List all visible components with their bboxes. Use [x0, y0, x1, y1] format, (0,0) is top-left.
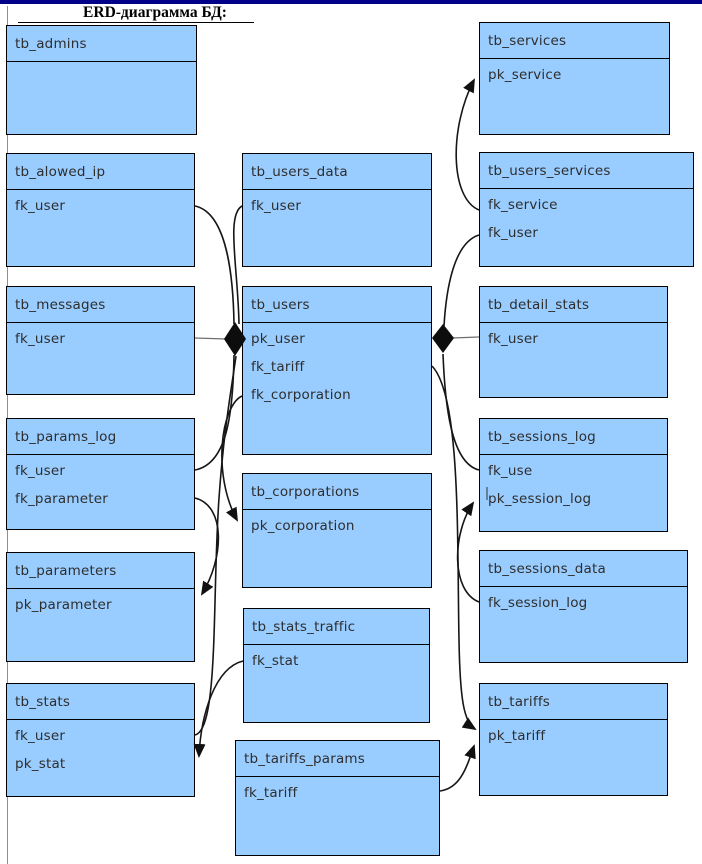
table-tb_corporations: tb_corporations pk_corporation: [242, 473, 432, 588]
table-tb_stats: tb_stats fk_user pk_stat: [6, 683, 195, 797]
table-fields-tb_users_data: fk_user: [243, 190, 431, 220]
table-fields-tb_sessions_data: fk_session_log: [480, 587, 687, 617]
table-title-tb_tariffs: tb_tariffs: [480, 684, 667, 720]
field-tb_parameters-pk_parameter: pk_parameter: [15, 597, 112, 613]
field-tb_users-pk_user: pk_user: [251, 331, 305, 347]
table-fields-tb_users_services: fk_service fk_user: [480, 189, 693, 247]
field-tb_users-fk_corporation: fk_corporation: [251, 387, 351, 403]
field-tb_corporations-pk_corporation: pk_corporation: [251, 518, 355, 534]
table-tb_services: tb_services pk_service: [479, 22, 670, 135]
field-tb_detail_stats-fk_user: fk_user: [488, 331, 539, 347]
table-fields-tb_sessions_log: fk_use pk_session_log: [480, 455, 667, 513]
table-title-tb_users: tb_users: [243, 287, 431, 323]
table-tb_sessions_data: tb_sessions_data fk_session_log: [479, 550, 688, 663]
table-fields-tb_parameters: pk_parameter: [7, 589, 194, 619]
table-title-tb_messages: tb_messages: [7, 287, 194, 323]
table-title-tb_users_data: tb_users_data: [243, 154, 431, 190]
table-tb_messages: tb_messages fk_user: [6, 286, 195, 395]
table-tb_users: tb_users pk_user fk_tariff fk_corporation: [242, 286, 432, 455]
table-title-tb_detail_stats: tb_detail_stats: [480, 287, 667, 323]
field-tb_params_log-fk_user: fk_user: [15, 463, 66, 479]
page-top-bar: [0, 0, 702, 4]
table-tb_detail_stats: tb_detail_stats fk_user: [479, 286, 668, 398]
table-fields-tb_stats: fk_user pk_stat: [7, 720, 194, 778]
table-title-tb_users_services: tb_users_services: [480, 153, 693, 189]
table-fields-tb_tariffs_params: fk_tariff: [236, 777, 439, 807]
table-tb_parameters: tb_parameters pk_parameter: [6, 552, 195, 662]
field-tb_sessions_log-pk_session_log: pk_session_log: [488, 491, 592, 507]
field-tb_tariffs_params-fk_tariff: fk_tariff: [244, 785, 298, 801]
field-tb_stats-pk_stat: pk_stat: [15, 756, 66, 772]
table-fields-tb_users: pk_user fk_tariff fk_corporation: [243, 323, 431, 409]
field-tb_services-pk_service: pk_service: [488, 67, 562, 83]
table-title-tb_params_log: tb_params_log: [7, 419, 194, 455]
field-tb_users_services-fk_service: fk_service: [488, 197, 558, 213]
field-tb_params_log-fk_parameter: fk_parameter: [15, 491, 108, 507]
field-tb_messages-fk_user: fk_user: [15, 331, 66, 347]
table-title-tb_tariffs_params: tb_tariffs_params: [236, 741, 439, 777]
field-tb_sessions_log-fk_use: fk_use: [488, 463, 533, 479]
table-tb_stats_traffic: tb_stats_traffic fk_stat: [243, 608, 430, 723]
table-title-tb_services: tb_services: [480, 23, 669, 59]
table-tb_tariffs: tb_tariffs pk_tariff: [479, 683, 668, 796]
table-fields-tb_tariffs: pk_tariff: [480, 720, 667, 750]
table-title-tb_admins: tb_admins: [7, 26, 196, 62]
table-title-tb_stats_traffic: tb_stats_traffic: [244, 609, 429, 645]
table-fields-tb_admins: [7, 62, 196, 64]
table-fields-tb_alowed_ip: fk_user: [7, 190, 194, 220]
diagram-title: ERD-диаграмма БД:: [18, 3, 254, 23]
table-tb_tariffs_params: tb_tariffs_params fk_tariff: [235, 740, 440, 856]
field-tb_tariffs-pk_tariff: pk_tariff: [488, 728, 546, 744]
table-title-tb_sessions_log: tb_sessions_log: [480, 419, 667, 455]
table-title-tb_corporations: tb_corporations: [243, 474, 431, 510]
table-fields-tb_params_log: fk_user fk_parameter: [7, 455, 194, 513]
table-title-tb_stats: tb_stats: [7, 684, 194, 720]
field-tb_users_services-fk_user: fk_user: [488, 225, 539, 241]
field-tb_alowed_ip-fk_user: fk_user: [15, 198, 66, 214]
table-tb_users_services: tb_users_services fk_service fk_user: [479, 152, 694, 267]
table-tb_admins: tb_admins: [6, 25, 197, 135]
field-tb_stats-fk_user: fk_user: [15, 728, 66, 744]
field-tb_sessions_data-fk_session_log: fk_session_log: [488, 595, 588, 611]
table-title-tb_parameters: tb_parameters: [7, 553, 194, 589]
table-fields-tb_messages: fk_user: [7, 323, 194, 353]
table-fields-tb_corporations: pk_corporation: [243, 510, 431, 540]
field-tb_users-fk_tariff: fk_tariff: [251, 359, 305, 375]
table-title-tb_alowed_ip: tb_alowed_ip: [7, 154, 194, 190]
field-tb_stats_traffic-fk_stat: fk_stat: [252, 653, 299, 669]
table-fields-tb_stats_traffic: fk_stat: [244, 645, 429, 675]
table-fields-tb_services: pk_service: [480, 59, 669, 89]
table-tb_alowed_ip: tb_alowed_ip fk_user: [6, 153, 195, 267]
table-fields-tb_detail_stats: fk_user: [480, 323, 667, 353]
table-tb_sessions_log: tb_sessions_log fk_use pk_session_log: [479, 418, 668, 532]
table-tb_users_data: tb_users_data fk_user: [242, 153, 432, 267]
table-tb_params_log: tb_params_log fk_user fk_parameter: [6, 418, 195, 530]
table-title-tb_sessions_data: tb_sessions_data: [480, 551, 687, 587]
field-tb_users_data-fk_user: fk_user: [251, 198, 302, 214]
